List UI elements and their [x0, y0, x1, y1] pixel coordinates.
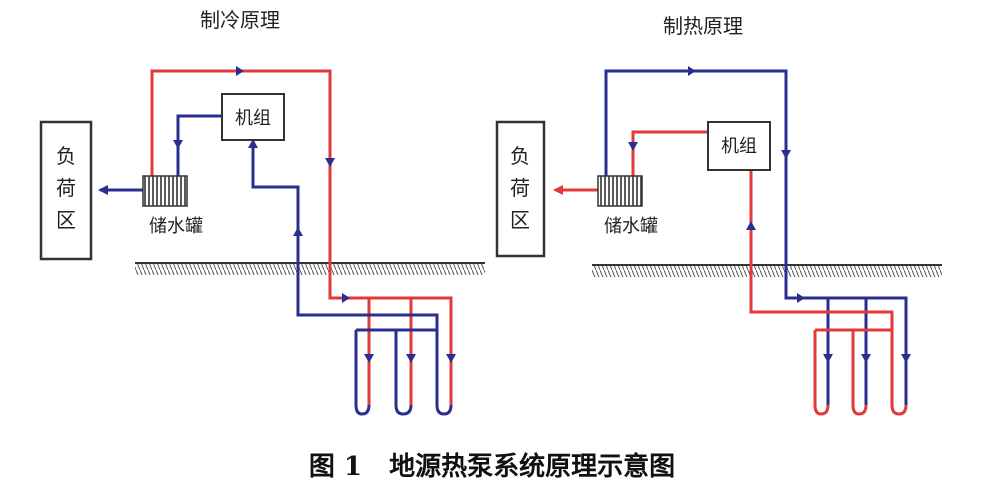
hot-pipes	[150, 69, 453, 405]
cooling-title: 制冷原理	[200, 8, 280, 32]
water-tank	[142, 175, 188, 207]
load-zone-box: 负 荷 区	[495, 120, 546, 258]
heat-pump-unit-label: 机组	[235, 108, 271, 129]
load-zone-char: 荷	[510, 176, 530, 200]
borehole-u-bends	[354, 404, 453, 416]
heating-diagram: 制热原理 负 荷 区	[495, 14, 942, 416]
load-zone-char: 负	[510, 144, 530, 168]
figure-caption: 图 1 地源热泵系统原理示意图	[309, 451, 675, 482]
flow-arrows	[98, 66, 456, 363]
heat-pump-unit-label: 机组	[721, 136, 757, 157]
load-zone-char: 荷	[56, 176, 76, 200]
heating-title: 制热原理	[663, 14, 743, 38]
load-zone-char: 负	[56, 144, 76, 168]
water-tank	[597, 175, 643, 207]
borehole-u-bends	[813, 404, 908, 416]
load-zone-box: 负 荷 区	[39, 120, 93, 261]
ground-hatch	[135, 263, 485, 275]
heat-pump-unit	[221, 93, 285, 141]
cold-pipes	[604, 69, 908, 405]
load-zone-char: 区	[510, 208, 530, 232]
load-zone-char: 区	[56, 208, 76, 232]
hot-pipes	[555, 130, 894, 405]
heat-pump-unit	[707, 121, 771, 171]
water-tank-label: 储水罐	[604, 216, 658, 237]
cooling-diagram: 制冷原理 负 荷 区	[39, 8, 485, 416]
ground-hatch	[592, 265, 942, 277]
water-tank-label: 储水罐	[149, 216, 203, 237]
flow-arrows	[553, 66, 911, 363]
